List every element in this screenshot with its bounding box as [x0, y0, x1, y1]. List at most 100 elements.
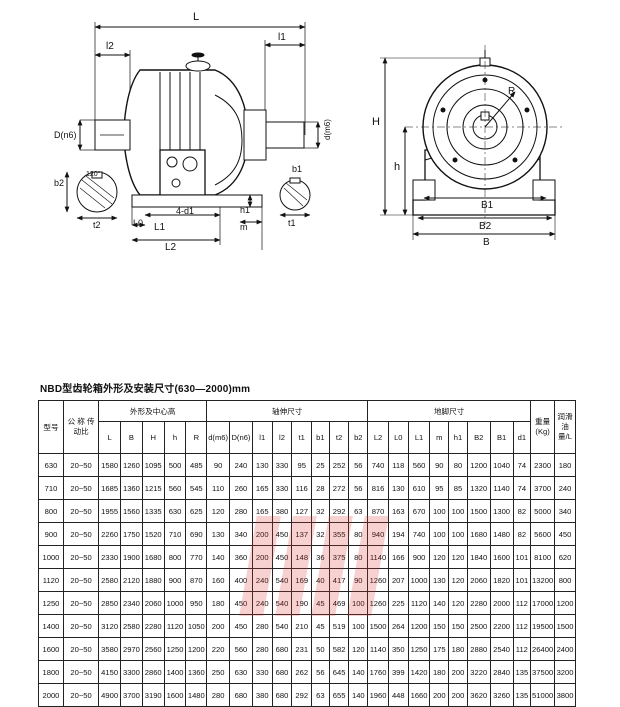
table-cell: 135: [512, 683, 532, 707]
table-cell: 2280: [141, 614, 165, 638]
table-cell: 25: [311, 453, 330, 477]
table-cell: 3620: [466, 683, 491, 707]
table-cell: 140: [429, 591, 450, 615]
table-cell: 2860: [141, 660, 165, 684]
table-cell: 45: [311, 591, 330, 615]
table-cell: 2880: [466, 637, 491, 661]
table-cell: 118: [387, 453, 409, 477]
breather-cap: [185, 60, 211, 72]
label-B: B: [483, 237, 490, 248]
col-B1: B1: [489, 421, 514, 454]
table-cell: 500: [163, 453, 187, 477]
table-cell: 417: [328, 568, 350, 592]
label-B1: B1: [481, 200, 494, 211]
table-cell: 710: [163, 522, 187, 546]
col-b2: b2: [348, 421, 369, 454]
table-cell: 1000: [163, 591, 187, 615]
table-cell: 74: [512, 476, 532, 500]
table-cell: 140: [206, 545, 231, 569]
table-cell: 940: [367, 522, 389, 546]
table-cell: 645: [328, 660, 350, 684]
table-cell: 194: [387, 522, 409, 546]
table-cell: 200: [251, 522, 273, 546]
table-cell: 1480: [489, 522, 514, 546]
table-cell: 4900: [98, 683, 122, 707]
table-cell: 680: [271, 683, 293, 707]
table-cell: 240: [554, 476, 576, 500]
table-cell: 150: [429, 614, 450, 638]
table-cell: 400: [229, 568, 253, 592]
table-cell: 190: [291, 591, 313, 615]
table-cell: 112: [512, 614, 532, 638]
table-cell: 540: [271, 568, 293, 592]
col-l1: l1: [251, 421, 273, 454]
table-cell: 1140: [367, 545, 389, 569]
table-cell: 1335: [141, 499, 165, 523]
table-cell: 2970: [120, 637, 143, 661]
table-cell: 560: [407, 453, 431, 477]
col-L1: L1: [407, 421, 431, 454]
table-cell: 130: [387, 476, 409, 500]
table-cell: 240: [251, 591, 273, 615]
front-view: [64, 22, 321, 250]
table-cell: 670: [407, 499, 431, 523]
table-cell: 220: [206, 637, 231, 661]
table-cell: 2540: [489, 637, 514, 661]
table-cell: 51000: [530, 683, 556, 707]
table-cell: 166: [387, 545, 409, 569]
table-cell: 130: [206, 522, 231, 546]
table-cell: 112: [512, 591, 532, 615]
dimension-table: 型号 公 称 传动比 外形及中心高 轴伸尺寸 地脚尺寸 重量(Kg) 润滑油量/…: [38, 400, 576, 707]
model-cell: 1600: [38, 637, 64, 661]
table-cell: 450: [229, 614, 253, 638]
table-cell: 292: [328, 499, 350, 523]
table-cell: 1260: [367, 568, 389, 592]
group-outline: 外形及中心高: [98, 400, 208, 422]
table-cell: 469: [328, 591, 350, 615]
table-cell: 1260: [367, 591, 389, 615]
table-cell: 1960: [367, 683, 389, 707]
table-cell: 37500: [530, 660, 556, 684]
col-h1: h1: [448, 421, 468, 454]
col-m: m: [429, 421, 450, 454]
table-cell: 82: [512, 499, 532, 523]
table-cell: 870: [367, 499, 389, 523]
table-cell: 1320: [466, 476, 491, 500]
table-cell: 50: [311, 637, 330, 661]
label-l2: l2: [106, 41, 114, 52]
table-cell: 1580: [98, 453, 122, 477]
table-cell: 120: [429, 545, 450, 569]
table-cell: 137: [291, 522, 313, 546]
table-cell: 680: [271, 660, 293, 684]
model-cell: 1000: [38, 545, 64, 569]
col-t1: t1: [291, 421, 313, 454]
table-cell: 620: [554, 545, 576, 569]
table-cell: 399: [387, 660, 409, 684]
table-cell: 1660: [407, 683, 431, 707]
table-cell: 120: [448, 591, 468, 615]
table-cell: 3800: [554, 683, 576, 707]
table-cell: 3700: [530, 476, 556, 500]
table-cell: 630: [229, 660, 253, 684]
table-cell: 140: [348, 683, 369, 707]
table-cell: 680: [229, 683, 253, 707]
table-cell: 1050: [185, 614, 208, 638]
table-cell: 63: [348, 499, 369, 523]
table-cell: 135: [512, 660, 532, 684]
table-cell: 95: [291, 453, 313, 477]
table-cell: 20~50: [62, 453, 100, 477]
table-cell: 1880: [141, 568, 165, 592]
col-H: H: [141, 421, 165, 454]
col-h: h: [163, 421, 187, 454]
table-cell: 1095: [141, 453, 165, 477]
label-h1: h1: [240, 205, 250, 215]
table-cell: 63: [311, 683, 330, 707]
table-cell: 355: [328, 522, 350, 546]
table-cell: 101: [512, 568, 532, 592]
col-l2: l2: [271, 421, 293, 454]
table-cell: 26400: [530, 637, 556, 661]
col-ratio: 公 称 传动比: [62, 400, 100, 454]
